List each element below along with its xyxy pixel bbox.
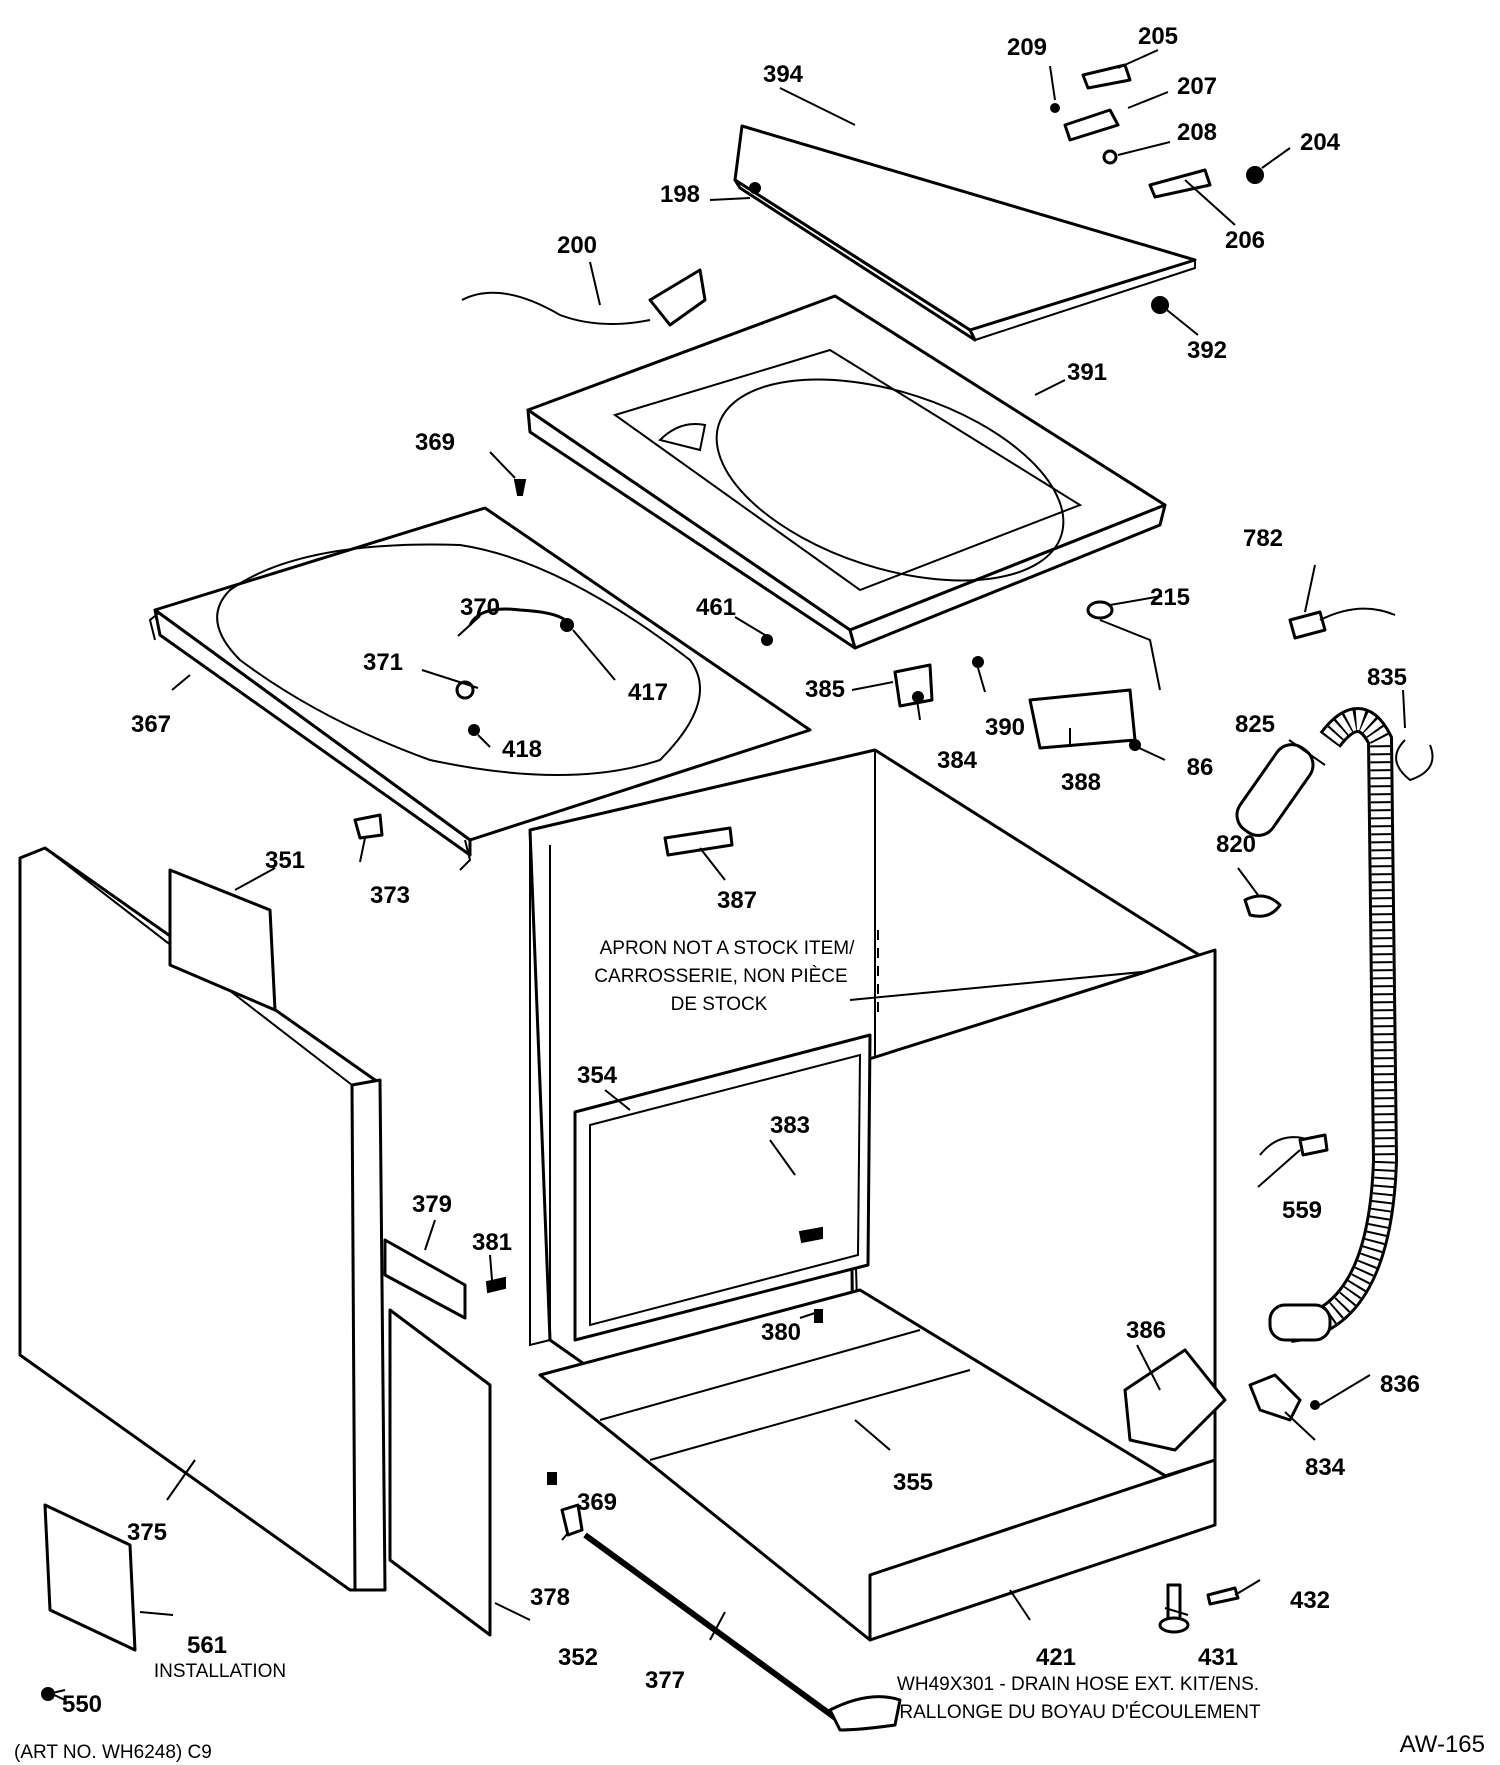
art-number: (ART NO. WH6248) C9 — [14, 1742, 212, 1763]
top-frame-367 — [148, 506, 812, 871]
callout-375: 375 — [127, 1519, 167, 1546]
callout-205: 205 — [1138, 23, 1178, 50]
callout-386: 386 — [1126, 1317, 1166, 1344]
callout-417: 417 — [628, 679, 668, 706]
callout-370: 370 — [460, 594, 500, 621]
bracket-379 — [383, 1238, 467, 1320]
callout-86: 86 — [1187, 754, 1214, 781]
callout-367: 367 — [131, 711, 171, 738]
callout-352: 352 — [558, 1644, 598, 1671]
callout-369-top: 369 — [415, 429, 455, 456]
installation-kit-561 — [43, 1503, 137, 1652]
apron-note-line-3: DE STOCK — [671, 994, 768, 1015]
lid-394 — [733, 124, 1197, 342]
callout-385: 385 — [805, 676, 845, 703]
panel-352 — [388, 1308, 492, 1637]
callout-383: 383 — [770, 1112, 810, 1139]
callout-431: 431 — [1198, 1644, 1238, 1671]
installation-note: INSTALLATION — [154, 1661, 286, 1682]
page-code: AW-165 — [1400, 1731, 1485, 1758]
callout-354: 354 — [577, 1062, 618, 1089]
callout-351: 351 — [265, 847, 305, 874]
power-cord-200 — [461, 268, 707, 327]
callout-373: 373 — [370, 882, 410, 909]
callout-207: 207 — [1177, 73, 1217, 100]
diagram-notes: APRON NOT A STOCK ITEM/ CARROSSERIE, NON… — [154, 938, 1261, 1723]
drain-kit-note-line-1: WH49X301 - DRAIN HOSE EXT. KIT/ENS. — [897, 1674, 1259, 1695]
callout-206: 206 — [1225, 227, 1265, 254]
callout-394: 394 — [763, 61, 804, 88]
callout-782: 782 — [1243, 525, 1283, 552]
callout-825: 825 — [1235, 711, 1275, 738]
callout-820: 820 — [1216, 831, 1256, 858]
leader-lines — [51, 49, 1406, 1701]
callout-418: 418 — [502, 736, 542, 763]
callout-432: 432 — [1290, 1587, 1330, 1614]
pad-351 — [168, 868, 277, 1012]
apron-note-line-2: CARROSSERIE, NON PIÈCE — [594, 966, 847, 987]
callout-390: 390 — [985, 714, 1025, 741]
callout-384: 384 — [937, 747, 978, 774]
callout-834: 834 — [1305, 1454, 1346, 1481]
callout-377: 377 — [645, 1667, 685, 1694]
callout-labels: 394 205 209 207 208 204 206 198 200 392 … — [62, 23, 1420, 1718]
callout-355: 355 — [893, 1469, 933, 1496]
callout-379: 379 — [412, 1191, 452, 1218]
callout-421: 421 — [1036, 1644, 1076, 1671]
callout-559: 559 — [1282, 1197, 1322, 1224]
callout-561: 561 — [187, 1632, 227, 1659]
callout-391: 391 — [1067, 359, 1107, 386]
callout-836: 836 — [1380, 1371, 1420, 1398]
callout-378: 378 — [530, 1584, 570, 1611]
apron-note-line-1: APRON NOT A STOCK ITEM/ — [600, 938, 856, 959]
cabinet-apron — [528, 748, 1217, 1642]
callout-369-bottom: 369 — [577, 1489, 617, 1516]
callout-198: 198 — [660, 181, 700, 208]
callout-835: 835 — [1367, 664, 1407, 691]
callout-208: 208 — [1177, 119, 1217, 146]
callout-200: 200 — [557, 232, 597, 259]
side-panel-375 — [18, 846, 387, 1592]
drain-kit-note-line-2: RALLONGE DU BOYAU D'ÉCOULEMENT — [899, 1702, 1261, 1723]
callout-380: 380 — [761, 1319, 801, 1346]
callout-215: 215 — [1150, 584, 1190, 611]
callout-392: 392 — [1187, 337, 1227, 364]
callout-381: 381 — [472, 1229, 512, 1256]
callout-204: 204 — [1300, 129, 1341, 156]
callout-387: 387 — [717, 887, 757, 914]
callout-209: 209 — [1007, 34, 1047, 61]
top-cover-391 — [526, 294, 1167, 650]
callout-461: 461 — [696, 594, 736, 621]
callout-550: 550 — [62, 1691, 102, 1718]
drain-hose-825 — [1235, 707, 1399, 1343]
callout-371: 371 — [363, 649, 403, 676]
callout-388: 388 — [1061, 769, 1101, 796]
